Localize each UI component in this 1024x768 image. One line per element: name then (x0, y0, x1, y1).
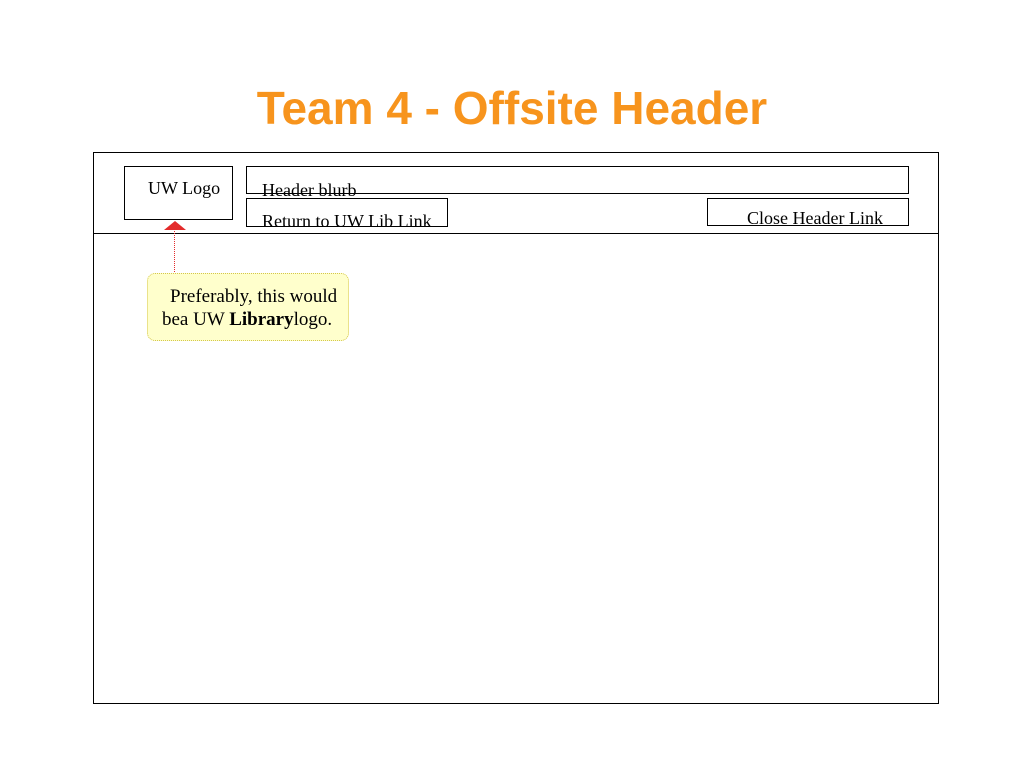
page-frame (93, 152, 939, 704)
callout-line-2-suffix: logo. (293, 309, 333, 330)
callout-note (147, 273, 349, 341)
header-blurb-label: Header blurb (262, 180, 357, 200)
header-divider (93, 233, 939, 234)
callout-line-1: Preferably, this would (170, 286, 338, 307)
close-link-label[interactable]: Close Header Link (747, 208, 883, 228)
uw-logo-placeholder (124, 166, 233, 220)
header-blurb-placeholder (246, 166, 909, 194)
callout-line-2: bea UW Librarylogo. (162, 309, 332, 331)
callout-line-2-prefix: bea UW (162, 309, 230, 330)
callout-emphasis: Library (229, 309, 294, 330)
uw-logo-label: UW Logo (148, 178, 221, 198)
slide-title: Team 4 - Offsite Header (256, 82, 768, 134)
callout-connector (174, 228, 175, 274)
return-link-label[interactable]: Return to UW Lib Link (262, 211, 432, 231)
close-link-placeholder[interactable] (707, 198, 909, 226)
return-link-placeholder[interactable] (246, 198, 448, 227)
arrow-up-icon (164, 221, 186, 230)
